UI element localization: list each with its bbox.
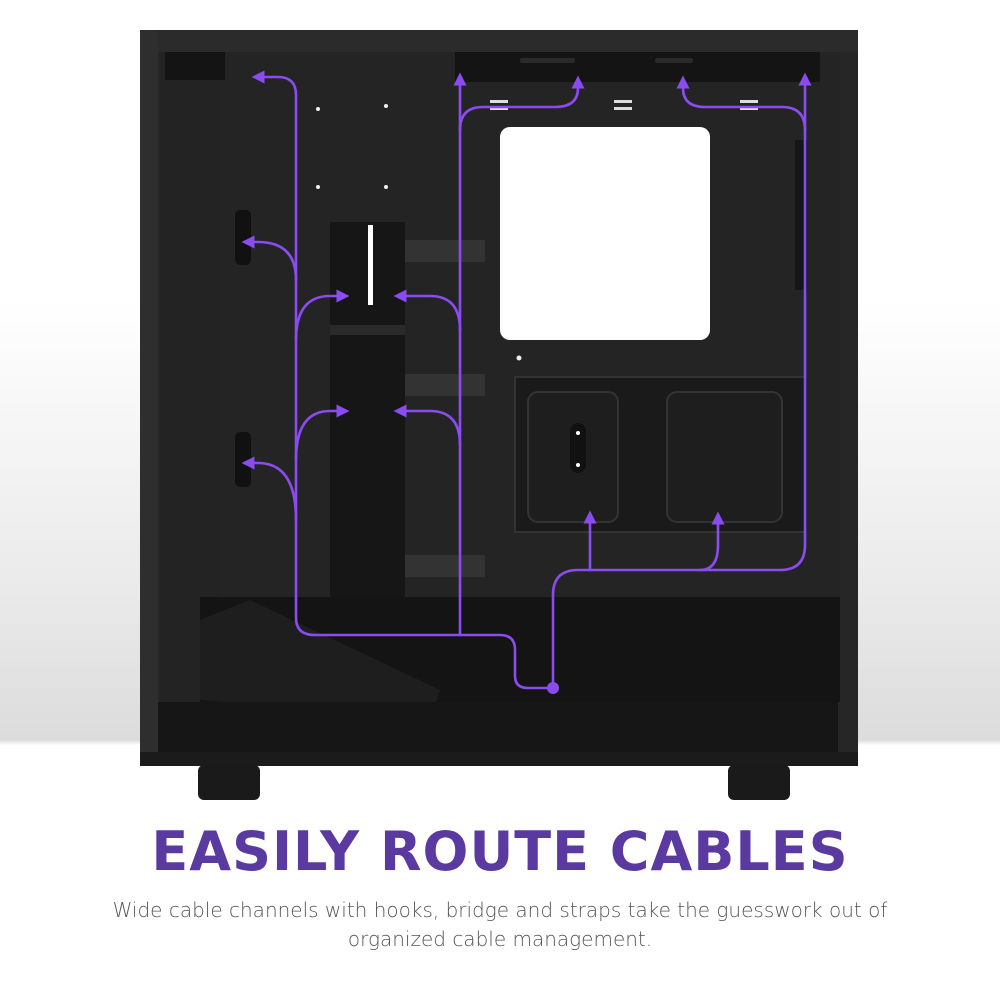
- cable-origin-dot-icon: [547, 682, 559, 694]
- headline: EASILY ROUTE CABLES: [151, 820, 849, 883]
- cable-route-arrow-icon: [294, 289, 350, 342]
- cable-route-arrow-icon: [698, 511, 725, 572]
- cable-route-arrow-icon: [393, 289, 462, 332]
- pc-case: [140, 30, 858, 800]
- cable-route-arrow-icon: [251, 70, 298, 602]
- product-image: [140, 30, 858, 800]
- cable-routes: [241, 70, 812, 690]
- caption: Wide cable channels with hooks, bridge a…: [112, 898, 888, 951]
- cable-route-arrow-icon: [241, 456, 298, 522]
- cable-route-arrow-icon: [393, 404, 462, 447]
- cable-route-arrow-icon: [458, 75, 585, 132]
- cable-route-arrow-icon: [676, 75, 807, 132]
- cable-route-arrow-icon: [713, 72, 812, 572]
- cable-route-arrow-icon: [294, 404, 350, 462]
- cable-route-arrow-icon: [241, 235, 298, 282]
